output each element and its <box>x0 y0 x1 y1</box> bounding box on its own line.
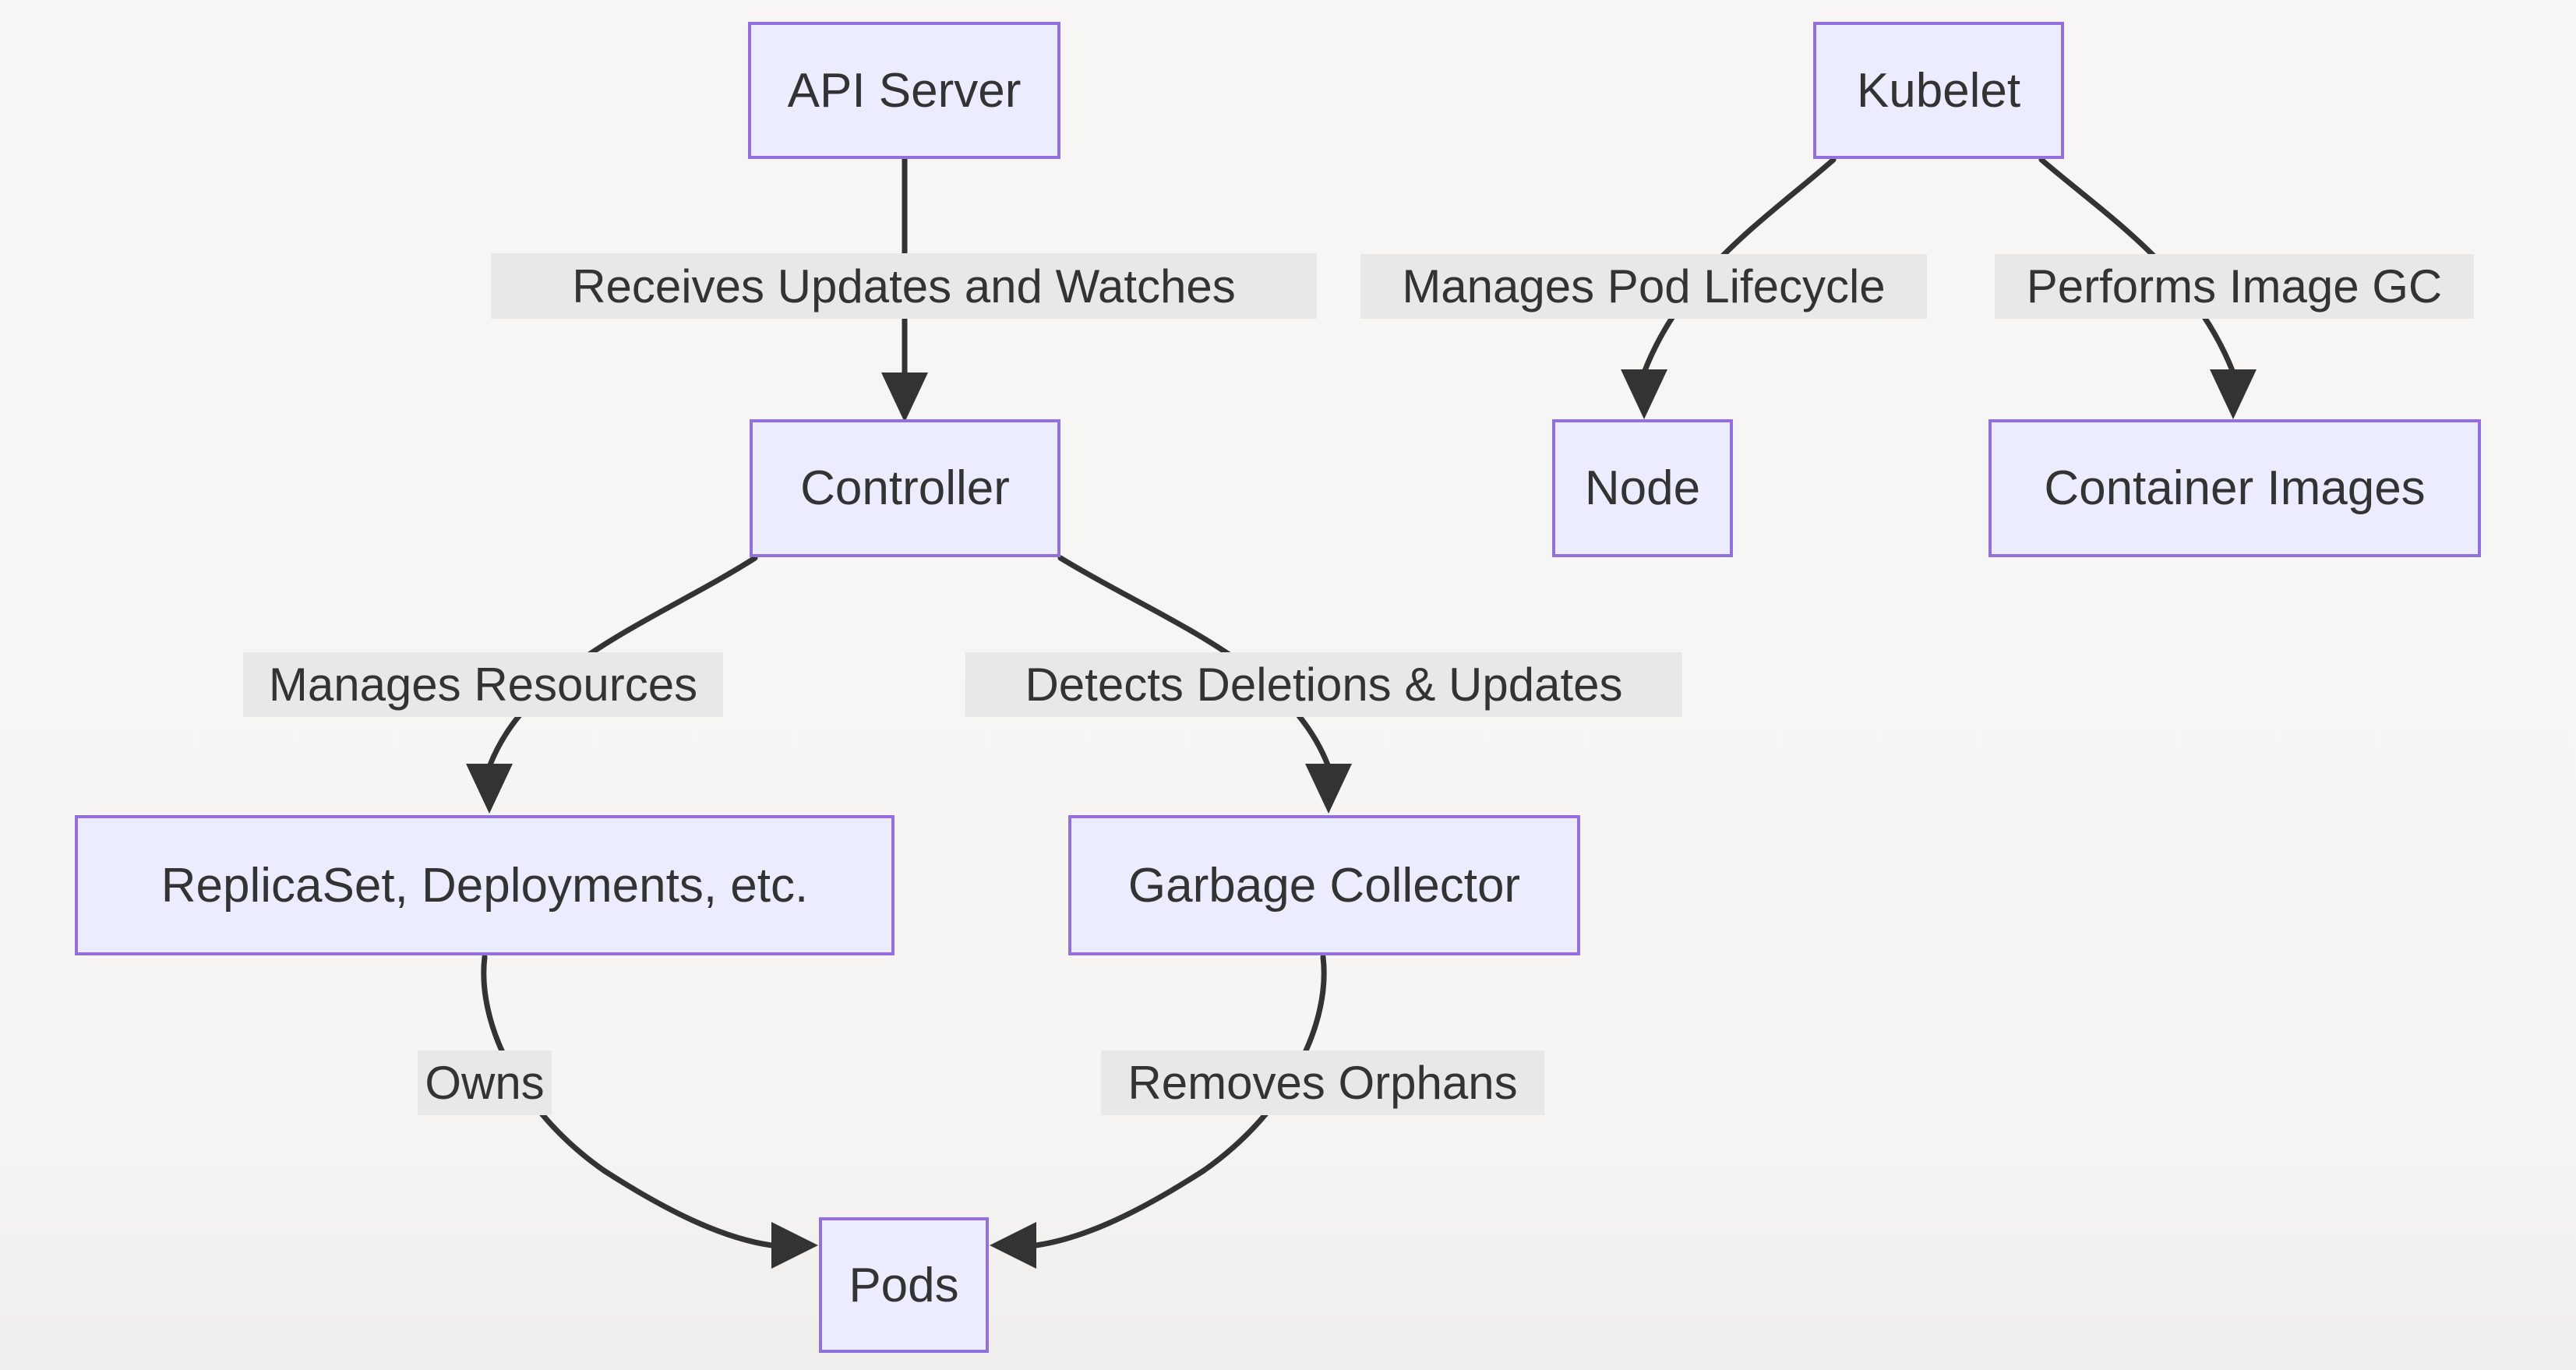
arrowhead-pods-left <box>771 1222 818 1269</box>
edge-garbage-collector-pods <box>1033 954 1327 1248</box>
node-pods: Pods <box>819 1217 989 1353</box>
arrowhead-garbage-collector <box>1305 764 1352 814</box>
edge-controller-replicaset <box>486 555 758 770</box>
edge-kubelet-container-images <box>2038 157 2236 376</box>
edge-kubelet-node <box>1641 157 1837 376</box>
node-controller: Controller <box>750 419 1060 557</box>
edge-label-owns: Owns <box>418 1050 552 1115</box>
edge-label-manages-resources: Manages Resources <box>243 652 723 717</box>
edge-label-detects-deletions-updates: Detects Deletions & Updates <box>965 652 1682 717</box>
arrowhead-container-images <box>2210 369 2257 419</box>
node-replicaset-deployments: ReplicaSet, Deployments, etc. <box>75 815 895 955</box>
edge-label-removes-orphans: Removes Orphans <box>1101 1050 1544 1115</box>
node-container-images: Container Images <box>1988 419 2481 557</box>
edge-label-performs-image-gc: Performs Image GC <box>1995 254 2474 319</box>
node-garbage-collector: Garbage Collector <box>1068 815 1580 955</box>
node-api-server: API Server <box>748 22 1060 159</box>
edge-controller-garbage-collector <box>1057 555 1332 770</box>
arrowhead-node <box>1621 369 1667 419</box>
arrowhead-replicaset <box>466 764 513 814</box>
edge-replicaset-pods <box>481 954 775 1248</box>
edge-label-manages-pod-lifecycle: Manages Pod Lifecycle <box>1360 254 1927 319</box>
node-kubelet: Kubelet <box>1813 22 2064 159</box>
node-node: Node <box>1552 419 1733 557</box>
arrowhead-controller <box>881 373 928 422</box>
arrowhead-pods-right <box>990 1222 1036 1269</box>
edge-label-receives-updates: Receives Updates and Watches <box>491 253 1317 319</box>
